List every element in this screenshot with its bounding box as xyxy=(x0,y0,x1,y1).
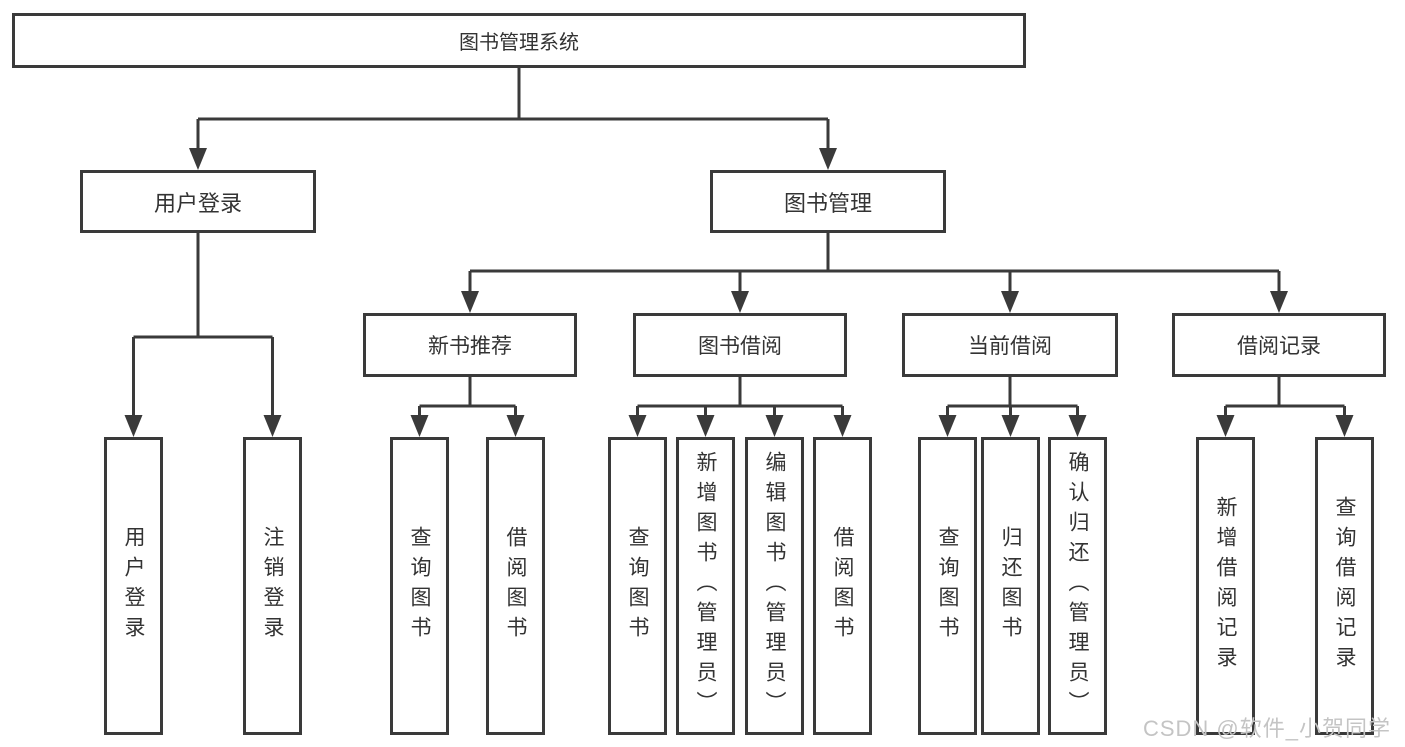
node-leaf-query-books-borrowing: 查询图书 xyxy=(608,437,667,735)
leaf-label: 查询图书 xyxy=(936,526,959,646)
node-book-borrowing: 图书借阅 xyxy=(633,313,847,377)
node-leaf-add-books-admin: 新增图书（管理员） xyxy=(676,437,735,735)
node-leaf-query-borrow-record: 查询借阅记录 xyxy=(1315,437,1374,735)
node-leaf-edit-books-admin: 编辑图书（管理员） xyxy=(745,437,804,735)
leaf-label: 编辑图书（管理员） xyxy=(763,451,786,721)
node-book-management: 图书管理 xyxy=(710,170,946,233)
node-borrowing-records: 借阅记录 xyxy=(1172,313,1386,377)
node-leaf-add-borrow-record: 新增借阅记录 xyxy=(1196,437,1255,735)
node-leaf-query-books-current: 查询图书 xyxy=(918,437,977,735)
csdn-watermark: CSDN @软件_小贺同学 xyxy=(1142,716,1391,741)
node-leaf-confirm-return-admin: 确认归还（管理员） xyxy=(1048,437,1107,735)
node-user-login: 用户登录 xyxy=(80,170,316,233)
leaf-label: 注销登录 xyxy=(261,526,284,646)
node-leaf-query-books-recommend: 查询图书 xyxy=(390,437,449,735)
leaf-label: 新增图书（管理员） xyxy=(694,451,717,721)
leaf-label: 查询图书 xyxy=(626,526,649,646)
node-leaf-return-books: 归还图书 xyxy=(981,437,1040,735)
leaf-label: 查询借阅记录 xyxy=(1333,496,1356,676)
leaf-label: 新增借阅记录 xyxy=(1214,496,1237,676)
node-leaf-borrow-books: 借阅图书 xyxy=(813,437,872,735)
leaf-label: 用户登录 xyxy=(122,526,145,646)
leaf-label: 借阅图书 xyxy=(504,526,527,646)
node-leaf-logout: 注销登录 xyxy=(243,437,302,735)
node-leaf-user-login: 用户登录 xyxy=(104,437,163,735)
leaf-label: 借阅图书 xyxy=(831,526,854,646)
node-current-borrowing: 当前借阅 xyxy=(902,313,1118,377)
leaf-label: 确认归还（管理员） xyxy=(1066,451,1089,721)
node-leaf-borrow-books-recommend: 借阅图书 xyxy=(486,437,545,735)
leaf-label: 查询图书 xyxy=(408,526,431,646)
node-library-management-system: 图书管理系统 xyxy=(12,13,1026,68)
leaf-label: 归还图书 xyxy=(999,526,1022,646)
node-new-book-recommendation: 新书推荐 xyxy=(363,313,577,377)
